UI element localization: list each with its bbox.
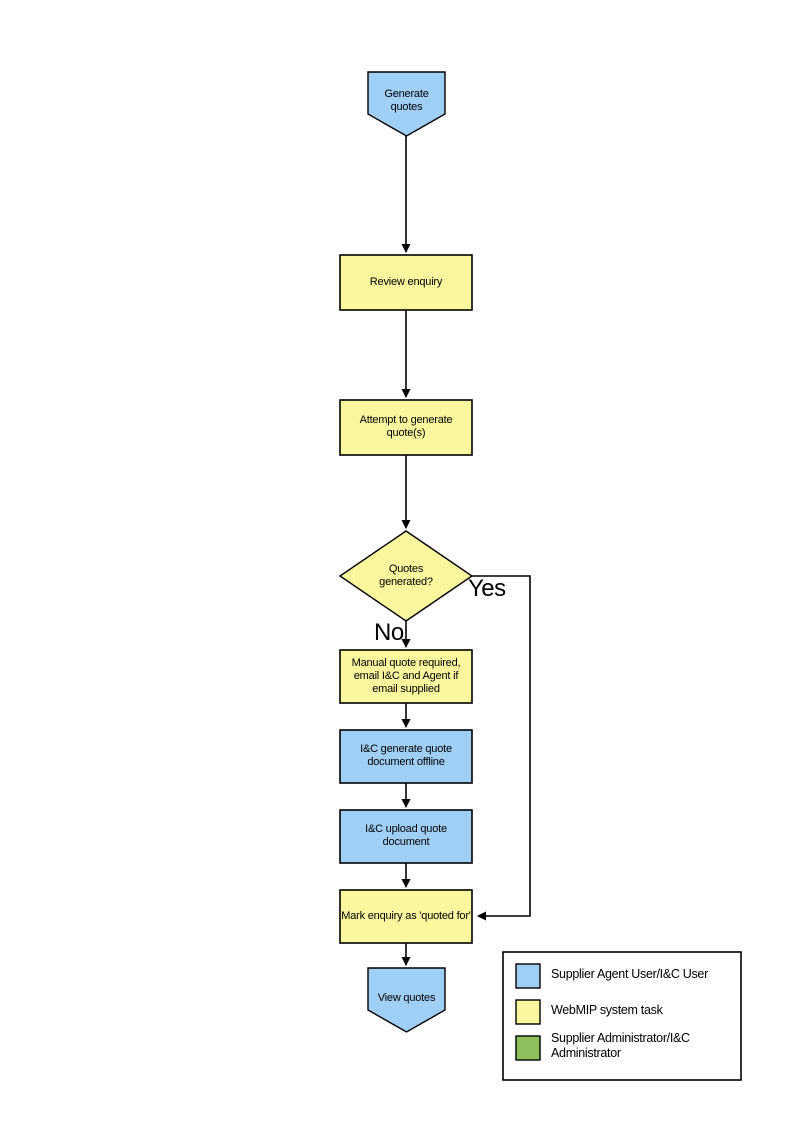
legend-label-user-task: Supplier Agent User/I&C User (551, 967, 708, 981)
legend-panel (502, 951, 742, 1081)
legend-swatch-admin-task (515, 1035, 541, 1061)
node-attempt-generate-quotes[interactable] (339, 399, 473, 456)
node-quotes-generated-decision[interactable] (338, 530, 474, 622)
node-generate-quotes[interactable] (367, 71, 446, 137)
node-review-enquiry[interactable] (339, 254, 473, 311)
node-ic-generate-quote-offline[interactable] (339, 729, 473, 784)
edge-label-no: No (374, 619, 404, 646)
edge-label-yes: Yes (468, 575, 506, 602)
legend-label-system-task: WebMIP system task (551, 1003, 663, 1017)
legend-label-admin-task: Supplier Administrator/I&C Administrator (551, 1031, 690, 1060)
node-view-quotes[interactable] (367, 967, 446, 1033)
connector-decision-yes-to-mark (472, 575, 531, 921)
node-mark-enquiry-quoted-for[interactable] (339, 889, 473, 944)
node-ic-upload-quote-document[interactable] (339, 809, 473, 864)
legend-swatch-user-task (515, 963, 541, 989)
legend-swatch-system-task (515, 999, 541, 1025)
node-manual-quote-required[interactable] (339, 649, 473, 704)
